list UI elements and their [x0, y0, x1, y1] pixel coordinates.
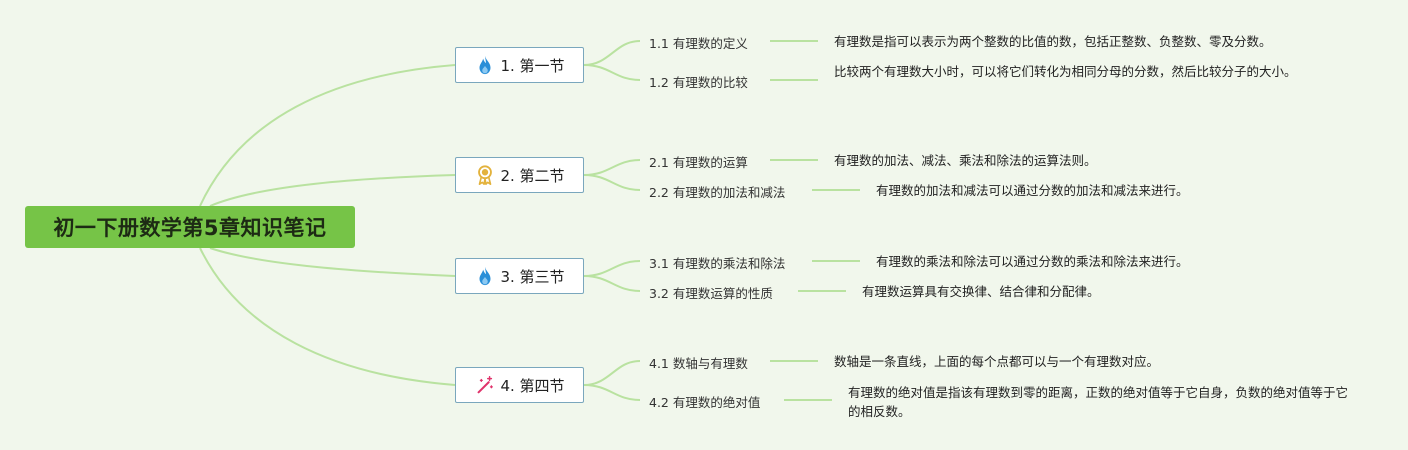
topic-2-2[interactable]: 2.2 有理数的加法和减法 — [649, 185, 786, 200]
topic-3-2-note: 有理数运算具有交换律、结合律和分配律。 — [862, 284, 1100, 299]
topic-4-1-note: 数轴是一条直线，上面的每个点都可以与一个有理数对应。 — [834, 354, 1160, 369]
flame-icon — [474, 54, 496, 76]
sub-branch-3-1 — [583, 260, 641, 277]
topic-4-2-note: 有理数的绝对值是指该有理数到零的距离，正数的绝对值等于它自身，负数的绝对值等于它… — [848, 385, 1349, 419]
section-node-1[interactable]: 1. 第一节 — [455, 47, 584, 83]
branch-1 — [199, 64, 456, 207]
medal-icon — [474, 164, 496, 186]
topic-3-1-note: 有理数的乘法和除法可以通过分数的乘法和除法来进行。 — [876, 254, 1189, 269]
sub-branch-4-2 — [583, 384, 641, 401]
section-label: 3. 第三节 — [500, 267, 565, 286]
section-node-3[interactable]: 3. 第三节 — [455, 258, 584, 294]
sub-branch-2-1 — [583, 159, 641, 176]
sub-branch-1-2 — [583, 64, 641, 81]
topic-1-2[interactable]: 1.2 有理数的比较 — [649, 75, 748, 90]
topic-3-1[interactable]: 3.1 有理数的乘法和除法 — [649, 256, 786, 271]
section-node-4[interactable]: 4. 第四节 — [455, 367, 584, 403]
flame-icon — [474, 265, 496, 287]
topic-1-2-note: 比较两个有理数大小时，可以将它们转化为相同分母的分数，然后比较分子的大小。 — [834, 64, 1297, 79]
topic-2-1[interactable]: 2.1 有理数的运算 — [649, 155, 748, 170]
topic-3-2[interactable]: 3.2 有理数运算的性质 — [649, 286, 773, 301]
topic-1-1-note: 有理数是指可以表示为两个整数的比值的数，包括正整数、负整数、零及分数。 — [834, 34, 1272, 49]
section-label: 4. 第四节 — [500, 376, 565, 395]
sub-branch-3-2 — [583, 275, 641, 292]
branch-2 — [209, 174, 456, 207]
section-label: 2. 第二节 — [500, 166, 565, 185]
topic-4-1[interactable]: 4.1 数轴与有理数 — [649, 356, 748, 371]
section-label: 1. 第一节 — [500, 56, 565, 75]
branch-3 — [209, 247, 456, 277]
magic-wand-icon — [474, 374, 496, 396]
topic-2-2-note: 有理数的加法和减法可以通过分数的加法和减法来进行。 — [876, 183, 1189, 198]
topic-1-1[interactable]: 1.1 有理数的定义 — [649, 36, 748, 51]
section-node-2[interactable]: 2. 第二节 — [455, 157, 584, 193]
sub-branch-2-2 — [583, 174, 641, 191]
sub-branch-1-1 — [583, 40, 641, 66]
branch-4 — [199, 247, 456, 386]
sub-branch-4-1 — [583, 360, 641, 386]
topic-2-1-note: 有理数的加法、减法、乘法和除法的运算法则。 — [834, 153, 1097, 168]
topic-4-2[interactable]: 4.2 有理数的绝对值 — [649, 395, 761, 410]
root-node[interactable]: 初一下册数学第5章知识笔记 — [25, 206, 355, 248]
root-title: 初一下册数学第5章知识笔记 — [53, 216, 327, 240]
